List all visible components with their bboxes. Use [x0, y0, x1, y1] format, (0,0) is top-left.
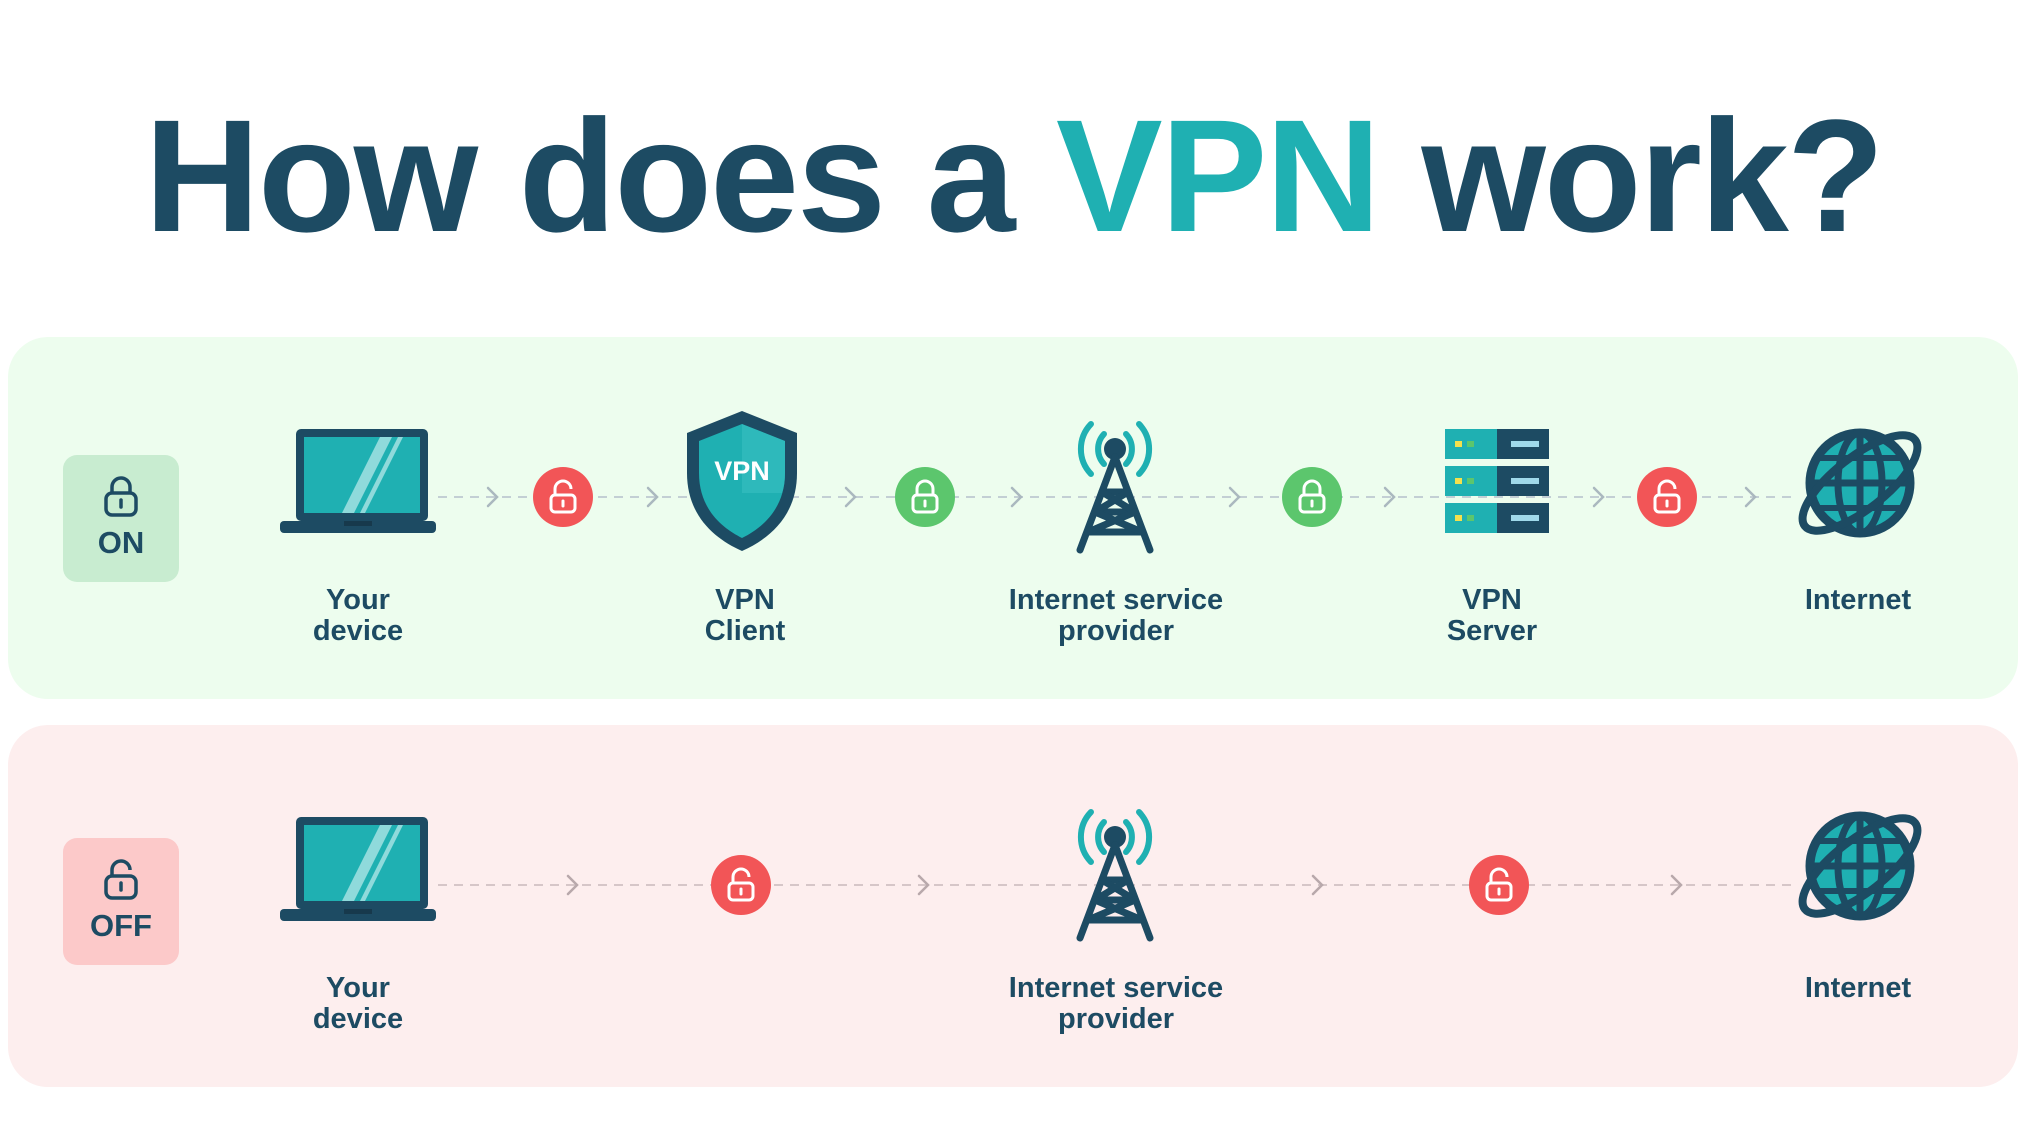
lock-closed-icon	[1282, 467, 1342, 527]
node-label-isp: Internet service provider	[966, 973, 1266, 1035]
cell-tower-icon	[1076, 421, 1154, 554]
server-icon	[1445, 429, 1549, 533]
lock-open-icon	[711, 855, 771, 915]
laptop-icon	[280, 817, 436, 921]
chevron-right-icon	[1592, 486, 1605, 508]
node-label-line: Your	[326, 972, 390, 1004]
chevron-right-icon	[486, 486, 499, 508]
node-label-line: Server	[1446, 615, 1538, 647]
node-label-line: device	[312, 1003, 404, 1035]
shield-badge-text: VPN	[714, 456, 770, 486]
chevron-right-icon	[1010, 486, 1023, 508]
node-label-line: provider	[1057, 1003, 1175, 1035]
node-label-vpn-client: VPN Client	[595, 585, 895, 647]
vpn-on-panel: ON VPN	[8, 337, 2018, 699]
lock-closed-icon	[104, 476, 138, 517]
chevron-right-icon	[1311, 874, 1324, 896]
chevron-right-icon	[1383, 486, 1396, 508]
lock-open-icon	[104, 859, 138, 900]
title-prefix: How does a	[144, 86, 1015, 265]
page-title: How does a VPN work?	[0, 96, 2027, 256]
chevron-right-icon	[646, 486, 659, 508]
cell-tower-icon	[1076, 809, 1154, 942]
chevron-right-icon	[917, 874, 930, 896]
node-label-line: Your	[326, 584, 390, 616]
status-badge-on: ON	[63, 455, 179, 582]
node-label-isp: Internet service provider	[966, 585, 1266, 647]
node-label-line: Client	[704, 615, 786, 647]
chevron-right-icon	[1670, 874, 1683, 896]
node-label-line: VPN	[1462, 584, 1522, 616]
title-accent: VPN	[1055, 86, 1381, 265]
node-label-line: device	[312, 615, 404, 647]
shield-icon: VPN	[687, 411, 797, 551]
status-badge-off: OFF	[63, 838, 179, 965]
node-label-internet: Internet	[1708, 585, 2008, 616]
chevron-right-icon	[1228, 486, 1241, 508]
node-label-line: Internet service	[1008, 584, 1224, 616]
node-label-line: Internet	[1804, 584, 1912, 616]
node-label-line: provider	[1057, 615, 1175, 647]
chevron-right-icon	[566, 874, 579, 896]
status-badge-label: OFF	[90, 908, 152, 943]
node-label-line: VPN	[715, 584, 775, 616]
node-label-vpn-server: VPN Server	[1342, 585, 1642, 647]
lock-closed-icon	[895, 467, 955, 527]
vpn-off-panel: OFF	[8, 725, 2018, 1087]
node-label-line: Internet	[1804, 972, 1912, 1004]
laptop-icon	[280, 429, 436, 533]
node-label-internet: Internet	[1708, 973, 2008, 1004]
node-label-line: Internet service	[1008, 972, 1224, 1004]
vpn-off-flow	[280, 809, 1922, 942]
lock-open-icon	[1637, 467, 1697, 527]
node-label-your-device: Your device	[208, 585, 508, 647]
chevron-right-icon	[1744, 486, 1757, 508]
status-badge-label: ON	[97, 525, 145, 560]
lock-open-icon	[533, 467, 593, 527]
node-label-your-device: Your device	[208, 973, 508, 1035]
globe-icon	[1798, 811, 1922, 921]
globe-icon	[1798, 428, 1922, 538]
lock-open-icon	[1469, 855, 1529, 915]
chevron-right-icon	[844, 486, 857, 508]
vpn-on-flow: VPN	[280, 411, 1922, 554]
title-suffix: work?	[1421, 86, 1884, 265]
